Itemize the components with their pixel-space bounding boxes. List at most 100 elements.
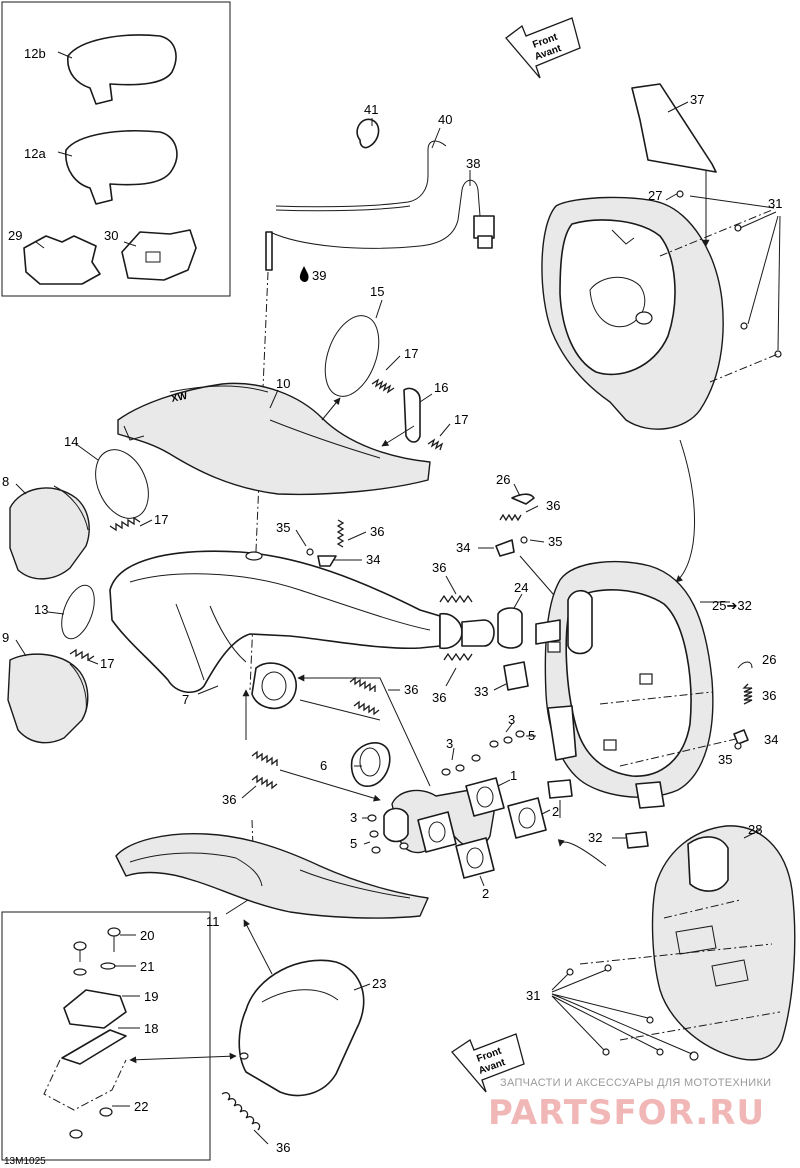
callout-38: 38 [466, 156, 480, 171]
clamp-13-shape [61, 584, 95, 640]
callout-5-a: 5 [528, 728, 535, 743]
callout-3-b: 3 [508, 712, 515, 727]
callout-35-b: 35 [548, 534, 562, 549]
callout-12b: 12b [24, 46, 46, 61]
callout-10: 10 [276, 376, 290, 391]
cylinder-heat-shield: 23 36 [129, 959, 386, 1155]
heat-shield-11-shape [115, 832, 429, 919]
callout-15: 15 [370, 284, 384, 299]
outlet-springs: 36 36 24 [432, 560, 528, 705]
exhaust-manifold: 6 3 3 5 1 2 2 3 5 [320, 712, 559, 901]
spring-36-coil-shape [221, 1092, 261, 1131]
gasket-6-shape [350, 741, 391, 787]
callout-30: 30 [104, 228, 118, 243]
callout-24: 24 [514, 580, 528, 595]
strap-16-shape [403, 387, 421, 443]
insulation-pad-30-shape [121, 229, 197, 281]
callout-19: 19 [144, 989, 158, 1004]
callout-20: 20 [140, 928, 154, 943]
callout-40: 40 [438, 112, 452, 127]
pipe-spring-hardware: 35 36 34 [276, 519, 384, 567]
callout-3-c: 3 [350, 810, 357, 825]
heat-shield-12b-shape [67, 34, 177, 105]
watermark-logo: PARTSFOR.RU [488, 1093, 765, 1133]
heat-shield-10-shape [117, 382, 431, 496]
callout-17-d: 17 [100, 656, 114, 671]
callout-36-g: 36 [222, 792, 236, 807]
muffler-assembly: 25➔32 [535, 560, 752, 809]
tuned-pipe-7-shape [109, 550, 441, 693]
left-elbow-shields: 8 14 17 13 17 9 [2, 434, 168, 744]
callout-17-c: 17 [154, 512, 168, 527]
tuned-pipe: 7 [109, 550, 495, 710]
brand-logo-mark: XW [170, 391, 189, 405]
elbow-shield-9-shape [7, 653, 89, 744]
muffler-mount-hardware-lower: 26 36 34 35 [718, 652, 778, 767]
watermark: ЗАПЧАСТИ И АКСЕССУАРЫ ДЛЯ МОТОТЕХНИКИ PA… [488, 1077, 771, 1133]
inset-box-heat-shields: 12b 12a 29 30 [1, 1, 231, 297]
heat-shield-23-shape [238, 959, 365, 1097]
callout-37: 37 [690, 92, 704, 107]
clamp-14-shape [95, 449, 149, 519]
callout-17-a: 17 [404, 346, 418, 361]
heat-shield-37-shape [631, 83, 717, 173]
callout-28: 28 [748, 822, 762, 837]
callout-26-b: 26 [762, 652, 776, 667]
callout-36-e: 36 [762, 688, 776, 703]
callout-36-d: 36 [546, 498, 560, 513]
callout-3-a: 3 [446, 736, 453, 751]
inset-box-mounting-hardware: 20 21 19 18 22 [1, 911, 211, 1161]
callout-29: 29 [8, 228, 22, 243]
plate-18-shape [61, 1029, 127, 1065]
callout-31-lower: 31 [526, 988, 540, 1003]
callout-13: 13 [34, 602, 48, 617]
insulation-pad-29-shape [23, 235, 101, 285]
callout-36-b: 36 [432, 560, 446, 575]
callout-5-b: 5 [350, 836, 357, 851]
callout-22: 22 [134, 1099, 148, 1114]
callout-34-c: 34 [764, 732, 778, 747]
callout-11: 11 [206, 914, 220, 929]
clamp-15-shape [324, 315, 380, 397]
callout-6: 6 [320, 758, 327, 773]
callout-36-a: 36 [370, 524, 384, 539]
muffler-half-28-shape [651, 825, 796, 1061]
callout-7: 7 [182, 692, 189, 707]
upper-pipe-shield: XW 10 15 17 16 17 [117, 284, 468, 496]
callout-1: 1 [510, 768, 517, 783]
callout-27: 27 [648, 188, 662, 203]
elbow-shield-8-shape [9, 487, 90, 580]
watermark-caption: ЗАПЧАСТИ И АКСЕССУАРЫ ДЛЯ МОТОТЕХНИКИ [500, 1077, 771, 1089]
callout-31-upper: 31 [768, 196, 782, 211]
gasket-2-lower-shape [455, 837, 495, 879]
sleeve-24-shape [497, 607, 523, 649]
manifold-springs: 36 36 [222, 674, 431, 807]
sealant-drop-icon [299, 266, 309, 283]
drawing-code: 13M1025 [4, 1156, 46, 1167]
gasket-2-mid-shape [507, 797, 547, 839]
callout-14: 14 [64, 434, 78, 449]
callout-21: 21 [140, 959, 154, 974]
callout-8: 8 [2, 474, 9, 489]
callout-32: 32 [588, 830, 602, 845]
gasket-2-upper-shape [465, 777, 505, 817]
callout-17-b: 17 [454, 412, 468, 427]
spring-17-shape [371, 378, 395, 394]
sensor-and-grommets: 33 32 [474, 661, 649, 849]
callout-23: 23 [372, 976, 386, 991]
bracket-19-shape [63, 989, 127, 1029]
front-direction-arrow-bottom: Front Avant [451, 1033, 525, 1093]
callout-41: 41 [364, 102, 378, 117]
muffler-mount-hardware-upper: 26 36 34 35 [456, 472, 562, 603]
sensor-33-shape [503, 661, 529, 691]
callout-36-c: 36 [432, 690, 446, 705]
callout-2-a: 2 [552, 804, 559, 819]
callout-34-b: 34 [456, 540, 470, 555]
callout-35-c: 35 [718, 752, 732, 767]
muffler-lower: 28 31 [526, 822, 796, 1061]
callout-39: 39 [312, 268, 326, 283]
callout-16: 16 [434, 380, 448, 395]
callout-34-a: 34 [366, 552, 380, 567]
callout-12a: 12a [24, 146, 46, 161]
